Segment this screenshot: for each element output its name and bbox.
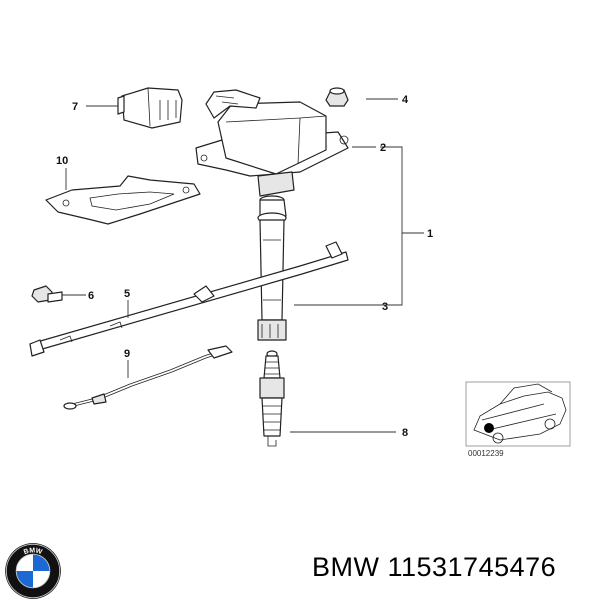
part-8-spark-plug	[259, 350, 285, 447]
vehicle-location-inset: 00012239	[465, 381, 571, 458]
callout-4: 4	[402, 94, 409, 106]
part-4-grommet	[325, 87, 349, 107]
callout-3: 3	[382, 301, 388, 313]
callout-6: 6	[88, 290, 94, 302]
callout-2: 2	[380, 142, 386, 154]
part-7-connector-plug	[117, 87, 183, 129]
part-10-gasket	[45, 175, 201, 225]
part-5-wiring-rail	[29, 241, 349, 357]
callout-8: 8	[402, 427, 408, 439]
location-marker	[484, 423, 494, 433]
part-2-ignition-coil	[195, 89, 349, 197]
part-3-coil-boot	[257, 195, 287, 341]
svg-text:BMW: BMW	[23, 547, 43, 556]
part-number-caption: BMW 11531745476	[312, 552, 557, 582]
logo-lettering: BMW	[23, 547, 43, 556]
part-9-ground-strap	[63, 345, 233, 410]
leader-lines	[62, 98, 424, 433]
callout-1: 1	[427, 228, 433, 240]
bmw-logo: BMW	[5, 543, 61, 599]
car-outline-icon	[473, 383, 567, 444]
part-6-bolt	[31, 285, 63, 303]
callout-9: 9	[124, 348, 130, 360]
callout-10: 10	[56, 155, 68, 167]
callout-5: 5	[124, 288, 130, 300]
inset-reference-number: 00012239	[468, 449, 504, 458]
callout-7: 7	[72, 101, 78, 113]
